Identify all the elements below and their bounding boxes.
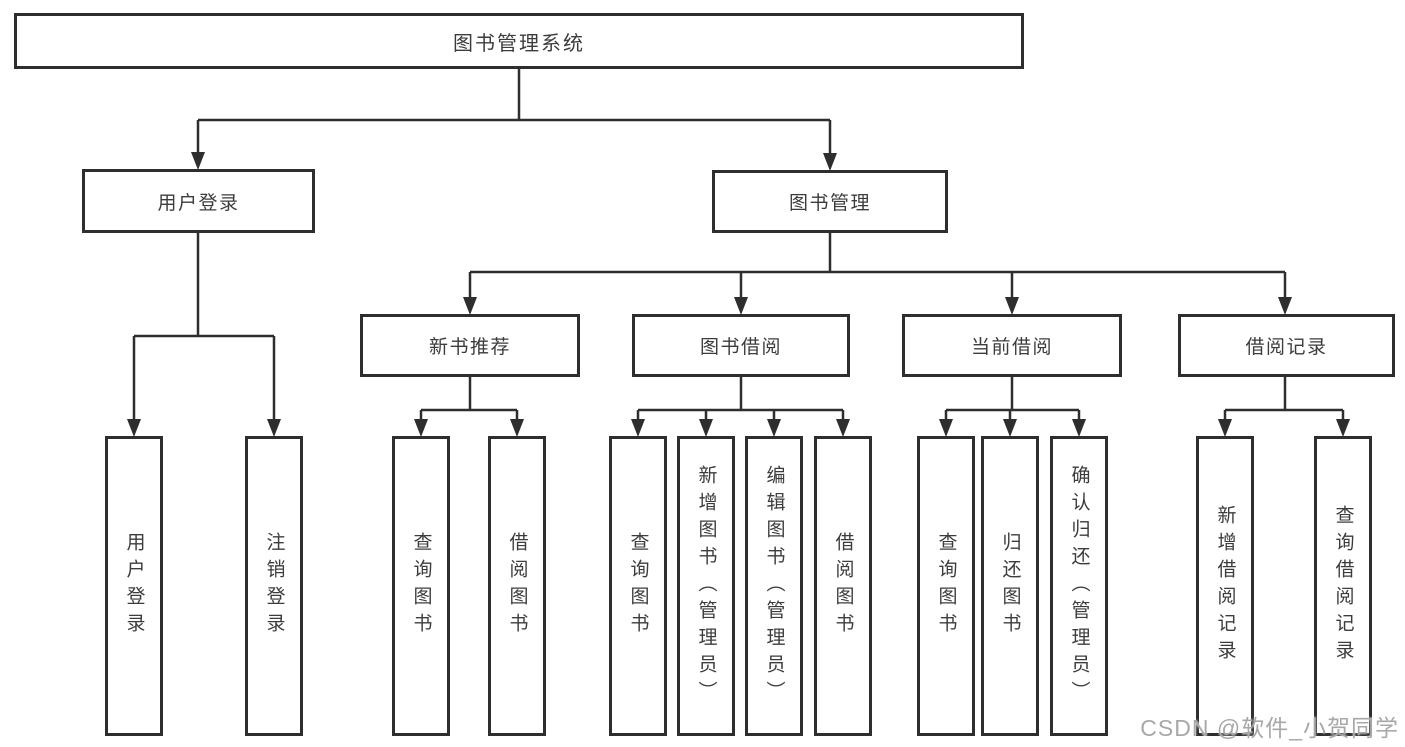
leaf-edit-book-admin-label: 编辑图书（管理员） [763,464,785,708]
leaf-query-books-recommend-label: 查询图书 [410,532,432,640]
leaf-return-books: 归还图书 [981,436,1039,736]
node-new-book-recommend-label: 新书推荐 [428,337,511,358]
node-current-borrow: 当前借阅 [902,314,1122,377]
node-new-book-recommend: 新书推荐 [360,314,580,377]
leaf-query-borrow-record-label: 查询借阅记录 [1332,505,1354,667]
node-user-login-label: 用户登录 [157,192,240,214]
leaf-query-books-current-label: 查询图书 [935,532,957,640]
leaf-query-books-borrow: 查询图书 [609,436,667,736]
leaf-user-login-label: 用户登录 [123,532,145,640]
leaf-confirm-return-admin: 确认归还（管理员） [1050,436,1108,736]
leaf-add-book-admin: 新增图书（管理员） [677,436,735,736]
leaf-query-books-recommend: 查询图书 [392,436,450,736]
leaf-confirm-return-admin-label: 确认归还（管理员） [1068,464,1090,708]
node-system-root-label: 图书管理系统 [453,32,585,55]
node-borrow-records-label: 借阅记录 [1245,337,1328,358]
leaf-logout-label: 注销登录 [263,532,285,640]
leaf-user-login: 用户登录 [105,436,163,736]
leaf-query-books-borrow-label: 查询图书 [627,532,649,640]
leaf-query-books-current: 查询图书 [917,436,975,736]
node-user-login: 用户登录 [82,169,315,233]
leaf-return-books-label: 归还图书 [999,532,1021,640]
leaf-add-borrow-record: 新增借阅记录 [1196,436,1254,736]
node-book-management-label: 图书管理 [788,193,871,214]
leaf-borrow-books-recommend-label: 借阅图书 [506,532,528,640]
leaf-query-borrow-record: 查询借阅记录 [1314,436,1372,736]
node-current-borrow-label: 当前借阅 [970,337,1053,358]
leaf-borrow-books-label: 借阅图书 [832,532,854,640]
node-book-borrow: 图书借阅 [632,314,850,377]
watermark-text: CSDN @软件_小贺同学 [1140,715,1399,741]
leaf-add-borrow-record-label: 新增借阅记录 [1214,505,1236,667]
leaf-borrow-books-recommend: 借阅图书 [488,436,546,736]
leaf-add-book-admin-label: 新增图书（管理员） [695,464,717,708]
node-book-borrow-label: 图书借阅 [699,337,782,358]
node-borrow-records: 借阅记录 [1178,314,1395,377]
leaf-logout: 注销登录 [245,436,303,736]
node-system-root: 图书管理系统 [14,13,1024,69]
leaf-edit-book-admin: 编辑图书（管理员） [745,436,803,736]
leaf-borrow-books: 借阅图书 [814,436,872,736]
node-book-management: 图书管理 [712,170,948,233]
